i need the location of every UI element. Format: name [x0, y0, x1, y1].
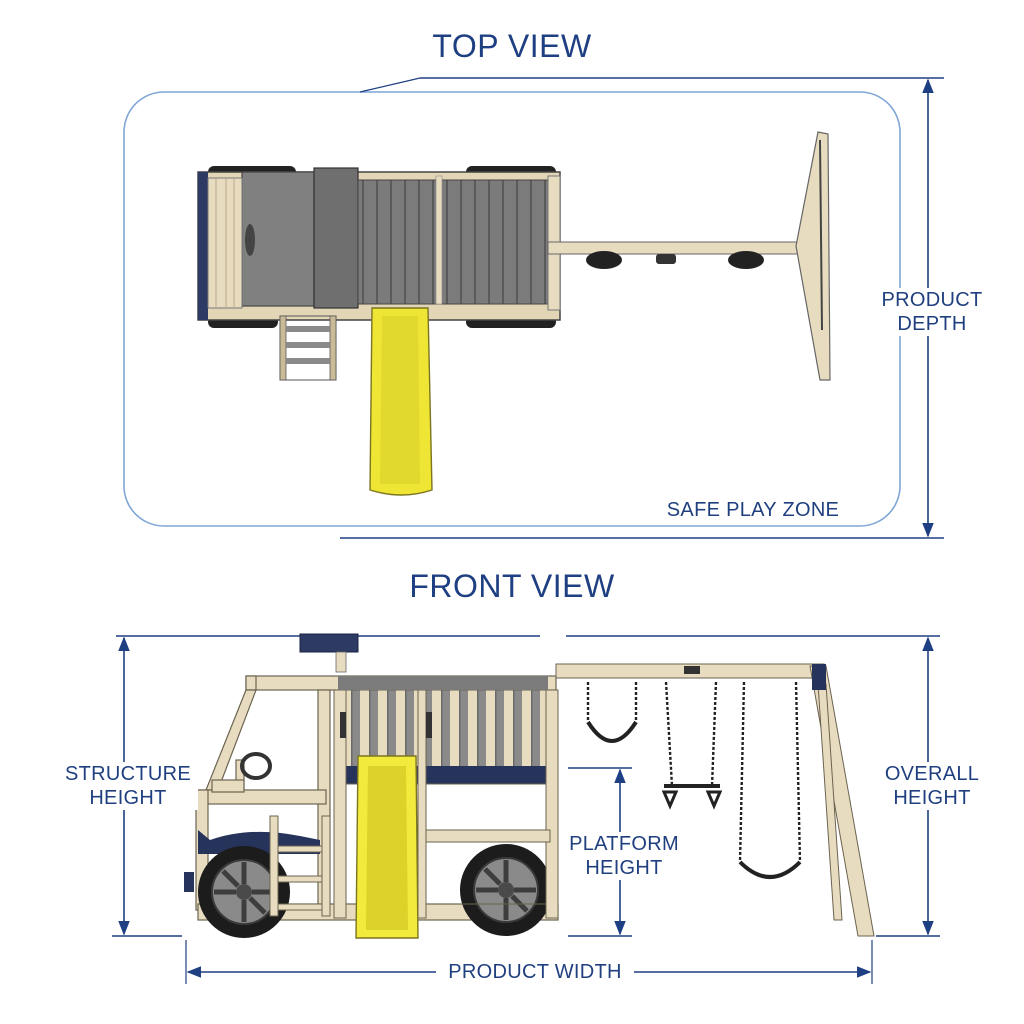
belt-swing-left — [586, 682, 638, 743]
platform-height-label-line2: HEIGHT — [585, 857, 663, 879]
product-depth-label-line1: PRODUCT — [881, 289, 983, 311]
front-view — [112, 633, 940, 984]
deck-slats — [357, 179, 555, 305]
swing-beam-top — [547, 131, 831, 381]
structure-height-label: STRUCTURE HEIGHT — [58, 762, 198, 810]
trapeze-bar — [661, 681, 723, 810]
safe-play-zone-label: SAFE PLAY ZONE — [666, 499, 840, 521]
roof-beacon — [299, 633, 359, 653]
ladder-top — [279, 315, 337, 381]
product-width-label: PRODUCT WIDTH — [436, 960, 634, 984]
structure-height-label-line2: HEIGHT — [89, 787, 167, 809]
belt-swing-right — [738, 681, 802, 879]
structure-height-label-line1: STRUCTURE — [64, 763, 192, 785]
platform-height-label: PLATFORM HEIGHT — [560, 832, 688, 880]
front-view-title: FRONT VIEW — [409, 568, 615, 604]
swing-set — [555, 663, 875, 937]
product-depth-label: PRODUCT DEPTH — [872, 288, 992, 336]
overall-height-label: OVERALL HEIGHT — [870, 762, 994, 810]
top-view-title: TOP VIEW — [432, 28, 592, 64]
slide-front — [355, 755, 419, 939]
top-view — [123, 77, 944, 539]
overall-height-label-line2: HEIGHT — [893, 787, 971, 809]
platform-height-label-line1: PLATFORM — [569, 833, 679, 855]
product-depth-label-line2: DEPTH — [897, 313, 967, 335]
truck-front-bumper — [198, 172, 208, 320]
rear-wheel — [460, 844, 552, 936]
overall-height-label-line1: OVERALL — [884, 763, 980, 785]
slide-top — [369, 307, 433, 496]
front-wheel — [198, 846, 290, 938]
ladder-front — [269, 815, 331, 917]
steering-wheel — [240, 752, 272, 780]
